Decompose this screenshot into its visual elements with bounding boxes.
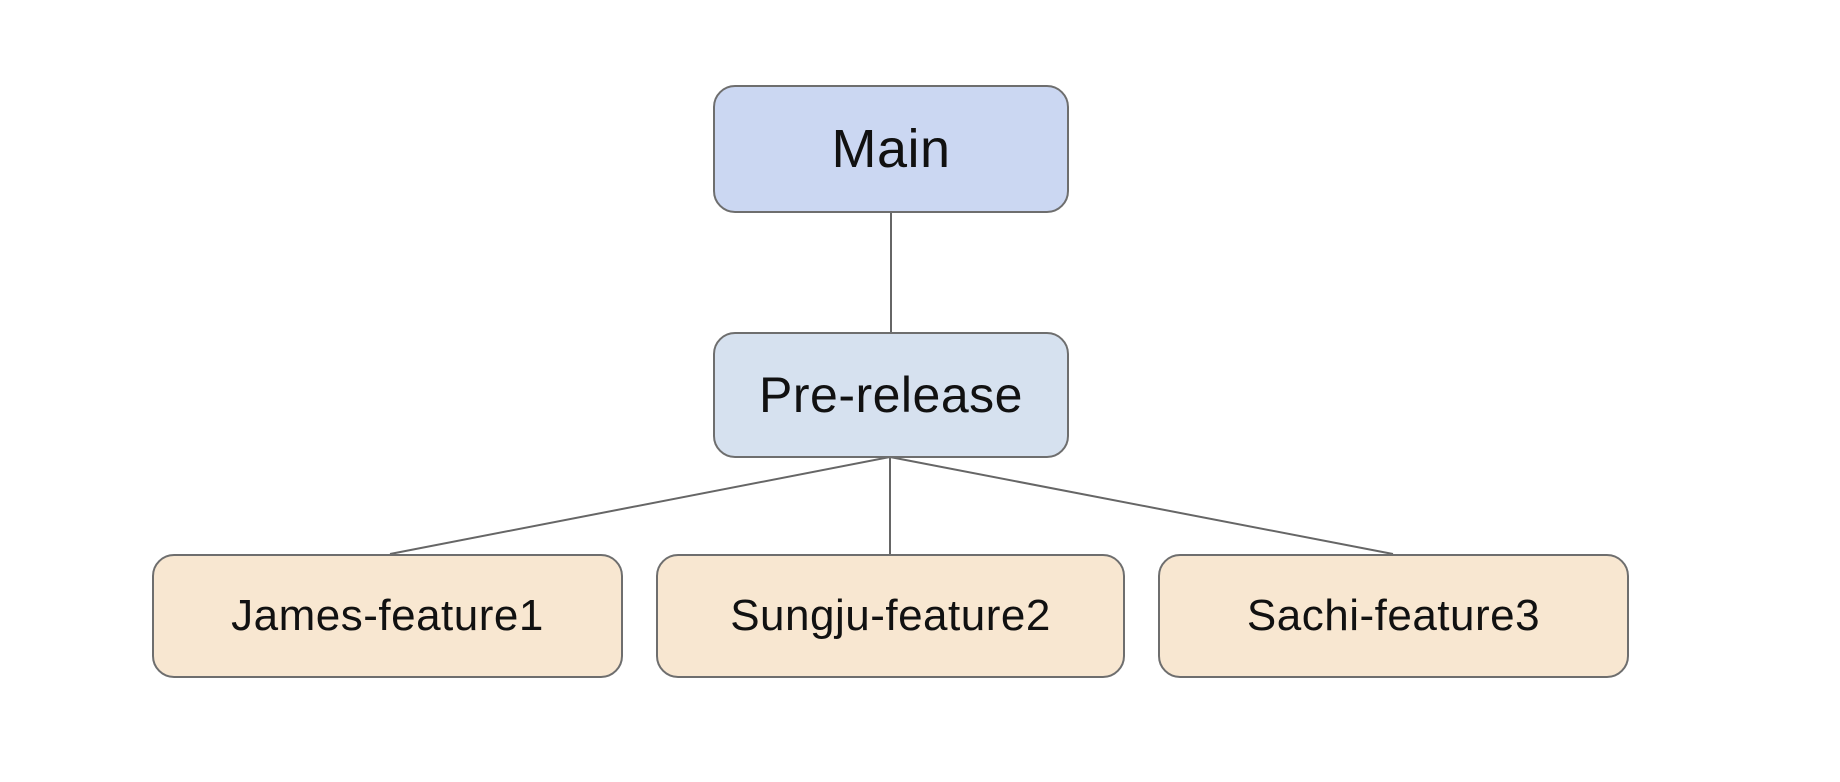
node-main-label: Main — [831, 119, 951, 179]
edge-prerelease-feature3 — [889, 456, 1394, 555]
node-main: Main — [713, 85, 1069, 213]
node-sungju-feature2: Sungju-feature2 — [656, 554, 1125, 678]
edge-prerelease-feature1 — [389, 456, 891, 555]
node-sachi-feature3: Sachi-feature3 — [1158, 554, 1629, 678]
node-pre-release-label: Pre-release — [759, 367, 1023, 423]
node-pre-release: Pre-release — [713, 332, 1069, 458]
node-james-feature1: James-feature1 — [152, 554, 623, 678]
node-sungju-feature2-label: Sungju-feature2 — [730, 591, 1051, 640]
node-sachi-feature3-label: Sachi-feature3 — [1246, 591, 1541, 640]
node-james-feature1-label: James-feature1 — [231, 591, 544, 640]
